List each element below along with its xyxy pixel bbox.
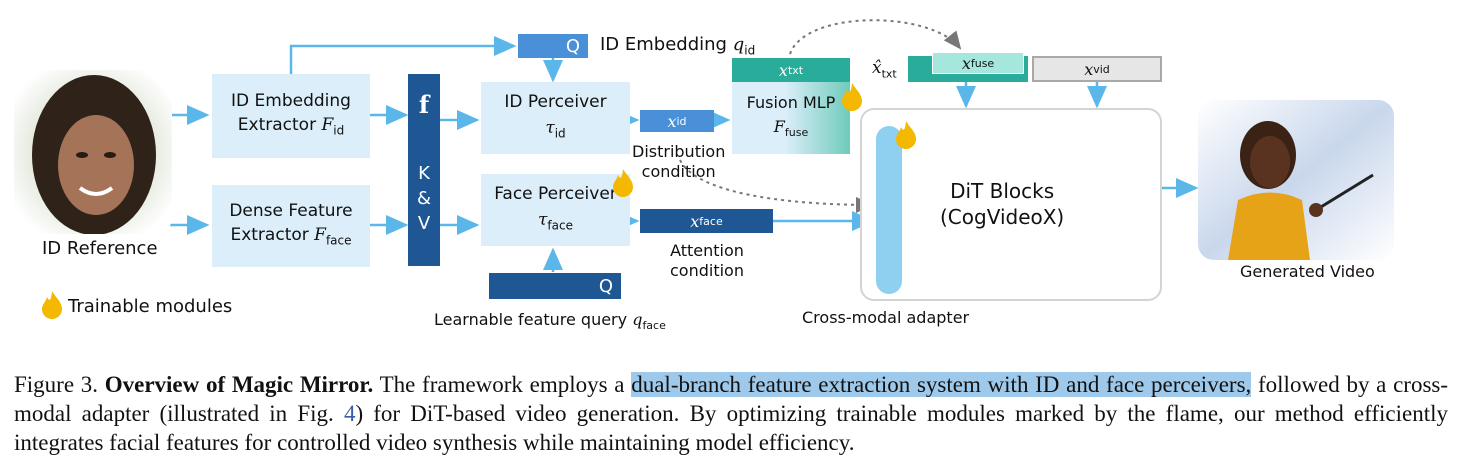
dense-line1: Dense Feature [229,201,353,222]
caption-highlight: dual-branch feature extraction system wi… [631,372,1252,397]
distribution-condition-label: Distribution condition [632,142,726,181]
dense-feature-extractor: Dense Feature Extractor Fface [212,185,370,267]
id-perceiver: ID Perceiver τid [481,82,630,154]
feature-kv-column: f K & V [408,74,440,266]
attention-condition-label: Attention condition [670,241,744,280]
caption-figure-link[interactable]: 4 [343,401,356,426]
v-label: V [417,213,431,234]
dense-line2: Extractor Fface [230,225,352,248]
dashed-fusion-to-xfuse [789,19,962,55]
dit-label: DiT Blocks (CogVideoX) [940,179,1065,229]
id-perceiver-line1: ID Perceiver [504,92,607,113]
id-embedding-label: ID Embedding qid [600,34,756,58]
id-reference-label: ID Reference [42,238,158,259]
caption-text-3: ) for DiT-based video generation. By opt… [14,401,1448,455]
flame-icon-face-perceiver [613,169,633,197]
id-embedding-extractor: ID Embedding Extractor Fid [212,74,370,158]
fusion-mlp: Fusion MLP Ffuse [732,82,850,154]
id-embedding-q: Q [565,35,580,57]
generated-video-image [1198,100,1394,260]
flame-icon-adapter [896,121,916,149]
f-label: f [418,90,430,119]
cross-modal-adapter-bar [876,126,902,294]
id-embedding-q-box: Q [518,34,588,58]
face-perceiver-line1: Face Perceiver [494,184,617,205]
figure-caption: Figure 3. Overview of Magic Mirror. The … [14,370,1448,457]
trainable-modules-label: Trainable modules [68,296,233,317]
xhat-txt-label: x̂txt [872,58,897,81]
cross-modal-adapter-label: Cross-modal adapter [802,308,970,327]
caption-text-1: The framework employs a [379,372,625,397]
id-reference-image [14,70,172,234]
flame-icon-fusion [842,83,862,111]
caption-fig-number: Figure 3. [14,372,99,397]
learnable-query-box: Q [489,273,621,299]
face-perceiver: Face Perceiver τface [481,174,630,246]
arrow-id-extractor-to-q [289,36,517,74]
connectors [170,19,1199,272]
caption-title: Overview of Magic Mirror. [104,372,374,397]
caption-text-2: followed by a cross-modal adapter (illus… [14,372,1449,426]
flame-icon-legend [42,291,62,319]
amp-label: & [416,188,432,209]
k-label: K [418,163,430,184]
learnable-feature-query-label: Learnable feature query qface [434,310,666,333]
id-extractor-line2: Extractor Fid [237,115,345,138]
id-perceiver-symbol: τid [545,118,566,141]
face-perceiver-symbol: τface [538,210,573,233]
generated-video-label: Generated Video [1240,262,1375,281]
id-extractor-line1: ID Embedding [231,91,351,112]
